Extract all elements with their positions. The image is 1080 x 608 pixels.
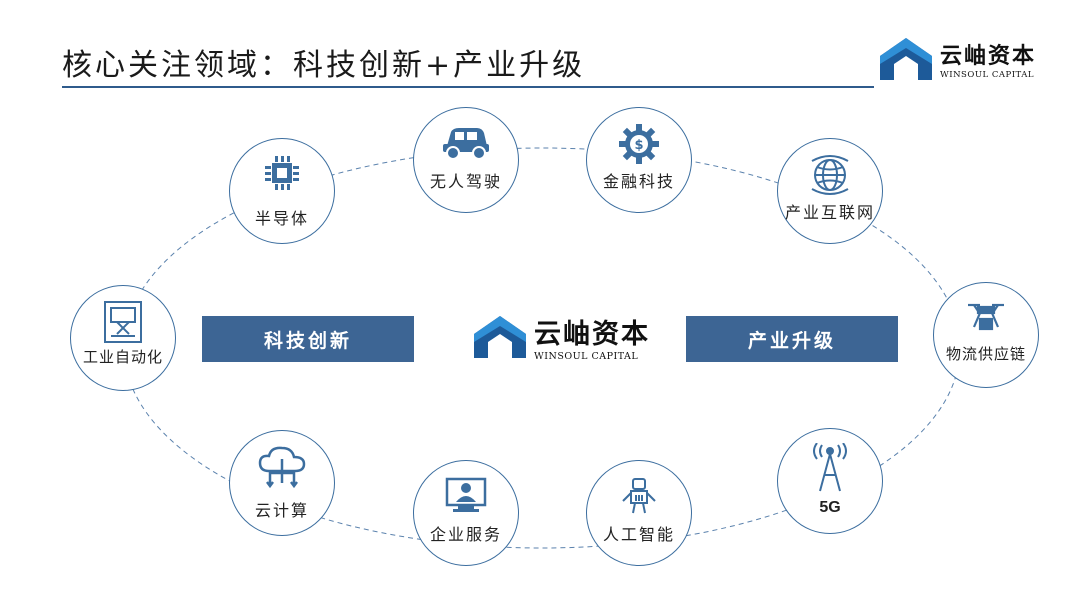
node-label: 人工智能 xyxy=(602,525,675,544)
node-label: 产业互联网 xyxy=(784,203,875,222)
node-label: 物流供应链 xyxy=(945,345,1026,363)
brand-name-en: WINSOUL CAPITAL xyxy=(534,351,639,362)
brand-name-cn: 云岫资本 xyxy=(534,319,650,350)
signal-tower-icon xyxy=(778,443,882,492)
node-fintech: $ 金融科技 xyxy=(586,107,692,213)
node-label: 半导体 xyxy=(254,209,309,228)
node-label: 金融科技 xyxy=(602,172,675,191)
logo-mark-icon xyxy=(880,38,932,80)
node-semiconductor: 半导体 xyxy=(229,138,335,244)
node-industrial-automation: 工业自动化 xyxy=(70,285,176,391)
node-label: 无人驾驶 xyxy=(429,172,502,191)
chip-icon xyxy=(230,153,334,193)
monitor-user-icon xyxy=(414,475,518,515)
node-label: 5G xyxy=(819,499,841,516)
node-enterprise-services: 企业服务 xyxy=(413,460,519,566)
delivery-drone-icon xyxy=(934,297,1038,337)
dollar-gear-icon: $ xyxy=(587,122,691,164)
car-icon xyxy=(414,122,518,162)
node-label: 工业自动化 xyxy=(82,348,163,366)
node-industrial-internet: 产业互联网 xyxy=(777,138,883,244)
svg-text:$: $ xyxy=(634,138,643,153)
robotic-arm-icon xyxy=(71,300,175,343)
banner-tech-innovation: 科技创新 xyxy=(202,316,414,362)
node-cloud-computing: 云计算 xyxy=(229,430,335,536)
globe-icon xyxy=(778,153,882,195)
brand-name-en: WINSOUL CAPITAL xyxy=(940,70,1035,80)
brand-name-cn: 云岫资本 xyxy=(940,43,1037,69)
robot-icon xyxy=(587,475,691,515)
node-label: 云计算 xyxy=(254,501,309,520)
node-label: 企业服务 xyxy=(429,525,502,544)
node-autonomous-driving: 无人驾驶 xyxy=(413,107,519,213)
cloud-icon xyxy=(230,445,334,489)
node-artificial-intelligence: 人工智能 xyxy=(586,460,692,566)
node-5g: 5G xyxy=(777,428,883,534)
center-brand-logo: 云岫资本 WINSOUL CAPITAL xyxy=(472,312,650,362)
banner-industry-upgrade: 产业升级 xyxy=(686,316,898,362)
logo-mark-icon xyxy=(474,316,526,358)
title-divider xyxy=(62,86,874,88)
node-logistics-supply-chain: 物流供应链 xyxy=(933,282,1039,388)
page-title: 核心关注领域：科技创新+产业升级 xyxy=(62,48,586,83)
brand-logo: 云岫资本 WINSOUL CAPITAL xyxy=(878,36,1036,82)
